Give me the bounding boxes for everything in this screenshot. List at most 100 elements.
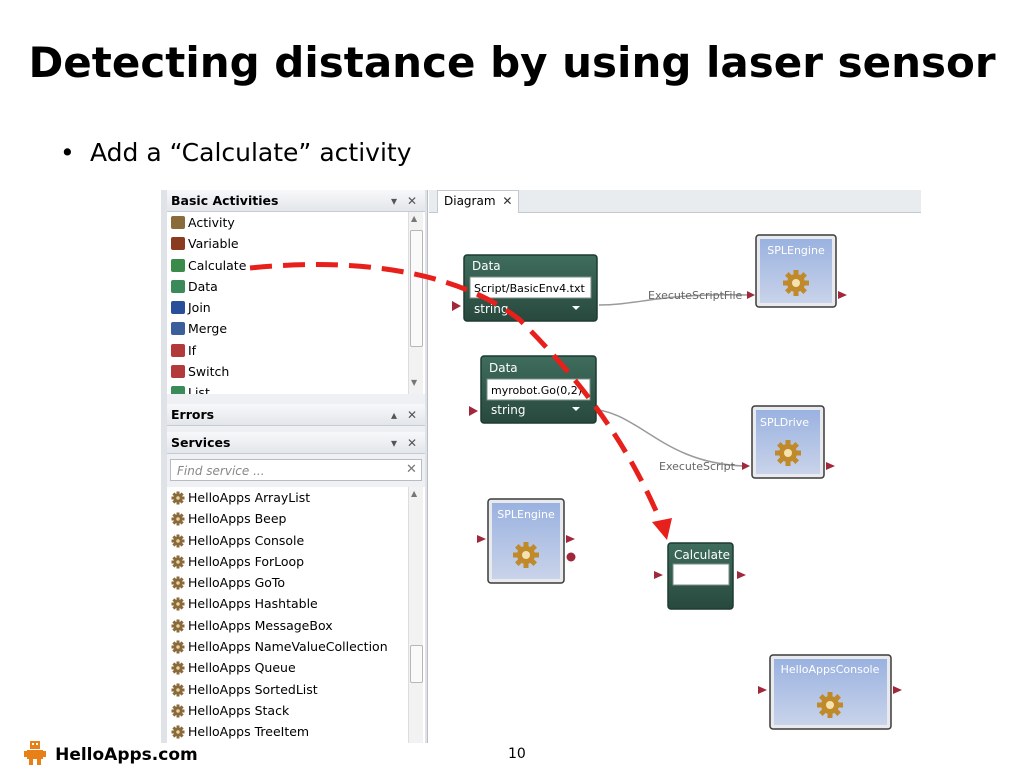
- service-item[interactable]: HelloApps Stack: [167, 700, 425, 721]
- service-label: HelloApps SortedList: [188, 681, 318, 697]
- basic-activity-item[interactable]: List: [167, 382, 425, 394]
- service-item[interactable]: HelloApps Console: [167, 530, 425, 551]
- service-item[interactable]: HelloApps Beep: [167, 508, 425, 529]
- notification-port-icon: [566, 552, 576, 562]
- calculate-node[interactable]: Calculate: [654, 542, 746, 610]
- tab-diagram-label: Diagram: [444, 194, 496, 208]
- data-value-text: myrobot.Go(0,2): [491, 384, 582, 397]
- scroll-down-icon[interactable]: ▼: [411, 378, 418, 387]
- service-label: HelloApps ForLoop: [188, 553, 305, 569]
- data-node-title: Data: [472, 259, 501, 273]
- service-item[interactable]: HelloApps Queue: [167, 657, 425, 678]
- service-label: HelloApps TreeItem: [188, 724, 310, 740]
- data-type-text: string: [474, 302, 508, 316]
- errors-title: Errors: [171, 407, 215, 422]
- panel-collapse-icon[interactable]: ▴: [391, 408, 398, 422]
- type-dropdown-icon[interactable]: [572, 306, 580, 310]
- join-icon: [171, 301, 185, 315]
- basic-activity-label: Data: [188, 278, 218, 294]
- service-item[interactable]: HelloApps ArrayList: [167, 487, 425, 508]
- basic-activity-item[interactable]: Calculate: [167, 255, 425, 276]
- service-label: HelloApps NameValueCollection: [188, 639, 388, 655]
- service-item[interactable]: HelloApps TreeItem: [167, 721, 425, 742]
- clear-search-icon[interactable]: ✕: [406, 462, 417, 477]
- service-node-title: HelloAppsConsole: [781, 663, 880, 676]
- merge-icon: [171, 322, 185, 336]
- panel-dropdown-icon[interactable]: ▾: [391, 194, 398, 208]
- data-node-title: Data: [489, 361, 518, 375]
- basic-activity-item[interactable]: Data: [167, 276, 425, 297]
- basic-activity-item[interactable]: If: [167, 340, 425, 361]
- service-item[interactable]: HelloApps GoTo: [167, 572, 425, 593]
- basic-activity-item[interactable]: Join: [167, 297, 425, 318]
- basic-activity-item[interactable]: Merge: [167, 318, 425, 339]
- input-port-icon: [654, 571, 663, 579]
- basic-activities-scrollbar[interactable]: ▲ ▼: [408, 212, 423, 394]
- find-service-input[interactable]: Find service ...: [170, 459, 422, 481]
- errors-header[interactable]: Errors ▴ ✕: [167, 404, 425, 426]
- diagram-canvas[interactable]: Data Script/BasicEnv4.txt string Execute…: [429, 213, 921, 743]
- service-node-title: SPLEngine: [767, 244, 825, 257]
- service-label: HelloApps Queue: [188, 660, 296, 676]
- output-port-icon: [826, 462, 835, 470]
- link-label: ExecuteScript: [659, 460, 736, 473]
- input-port-icon: [469, 406, 478, 416]
- calculate-expression-field[interactable]: [672, 563, 730, 586]
- basic-activity-label: Merge: [188, 321, 228, 337]
- scroll-up-icon[interactable]: ▲: [411, 214, 418, 223]
- output-port-icon: [838, 291, 847, 299]
- page-number: 10: [508, 746, 526, 762]
- service-node-title: SPLEngine: [497, 508, 555, 521]
- services-header[interactable]: Services ▾ ✕: [167, 432, 425, 454]
- scroll-thumb[interactable]: [410, 230, 423, 347]
- data-type-text: string: [491, 403, 525, 417]
- gear-icon: [171, 555, 185, 569]
- basic-activity-label: Calculate: [188, 257, 247, 273]
- service-item[interactable]: HelloApps NameValueCollection: [167, 636, 425, 657]
- service-item[interactable]: HelloApps Hashtable: [167, 593, 425, 614]
- variable-icon: [171, 237, 185, 251]
- services-scrollbar[interactable]: ▲: [408, 487, 423, 743]
- services-title: Services: [171, 435, 231, 450]
- service-item[interactable]: HelloApps MessageBox: [167, 615, 425, 636]
- service-item[interactable]: HelloApps SortedList: [167, 679, 425, 700]
- type-dropdown-icon[interactable]: [572, 407, 580, 411]
- panel-close-icon[interactable]: ✕: [407, 408, 418, 422]
- data-icon: [171, 279, 185, 293]
- service-label: HelloApps Beep: [188, 511, 287, 527]
- panel-close-icon[interactable]: ✕: [407, 194, 418, 208]
- data-node-script-file[interactable]: Data Script/BasicEnv4.txt string: [452, 254, 598, 322]
- service-node-helloappsconsole[interactable]: HelloAppsConsole: [758, 654, 902, 730]
- scroll-up-icon[interactable]: ▲: [411, 489, 418, 498]
- basic-activities-header[interactable]: Basic Activities ▾ ✕: [167, 190, 425, 212]
- service-node-splengine[interactable]: SPLEngine: [477, 498, 576, 584]
- footer-brand-text: HelloApps.com: [55, 745, 198, 765]
- scroll-thumb[interactable]: [410, 645, 423, 683]
- data-value-field[interactable]: [469, 276, 592, 299]
- basic-activity-item[interactable]: Variable: [167, 233, 425, 254]
- diagram-svg: Data Script/BasicEnv4.txt string Execute…: [452, 234, 902, 730]
- connector-line: [598, 294, 750, 306]
- basic-activity-label: Activity: [188, 215, 235, 230]
- basic-activity-item[interactable]: Switch: [167, 361, 425, 382]
- service-item[interactable]: HelloApps ForLoop: [167, 551, 425, 572]
- panel-close-icon[interactable]: ✕: [407, 436, 418, 450]
- service-node-splengine[interactable]: SPLEngine: [755, 234, 847, 308]
- panel-dropdown-icon[interactable]: ▾: [391, 436, 398, 450]
- data-node-script[interactable]: Data myrobot.Go(0,2) string: [469, 355, 597, 424]
- gear-icon: [171, 491, 185, 505]
- output-port-icon: [737, 571, 746, 579]
- tab-diagram[interactable]: Diagram ✕: [437, 190, 520, 213]
- service-label: HelloApps MessageBox: [188, 617, 333, 633]
- basic-activity-label: Variable: [188, 236, 239, 252]
- basic-activity-item[interactable]: Activity: [167, 212, 425, 233]
- tab-close-icon[interactable]: ✕: [502, 194, 513, 208]
- bullet-item: •Add a “Calculate” activity: [60, 138, 411, 167]
- service-node-spldrive[interactable]: SPLDrive: [751, 405, 835, 479]
- gear-icon: [171, 597, 185, 611]
- list-icon: [171, 386, 185, 394]
- data-value-field[interactable]: [486, 378, 591, 401]
